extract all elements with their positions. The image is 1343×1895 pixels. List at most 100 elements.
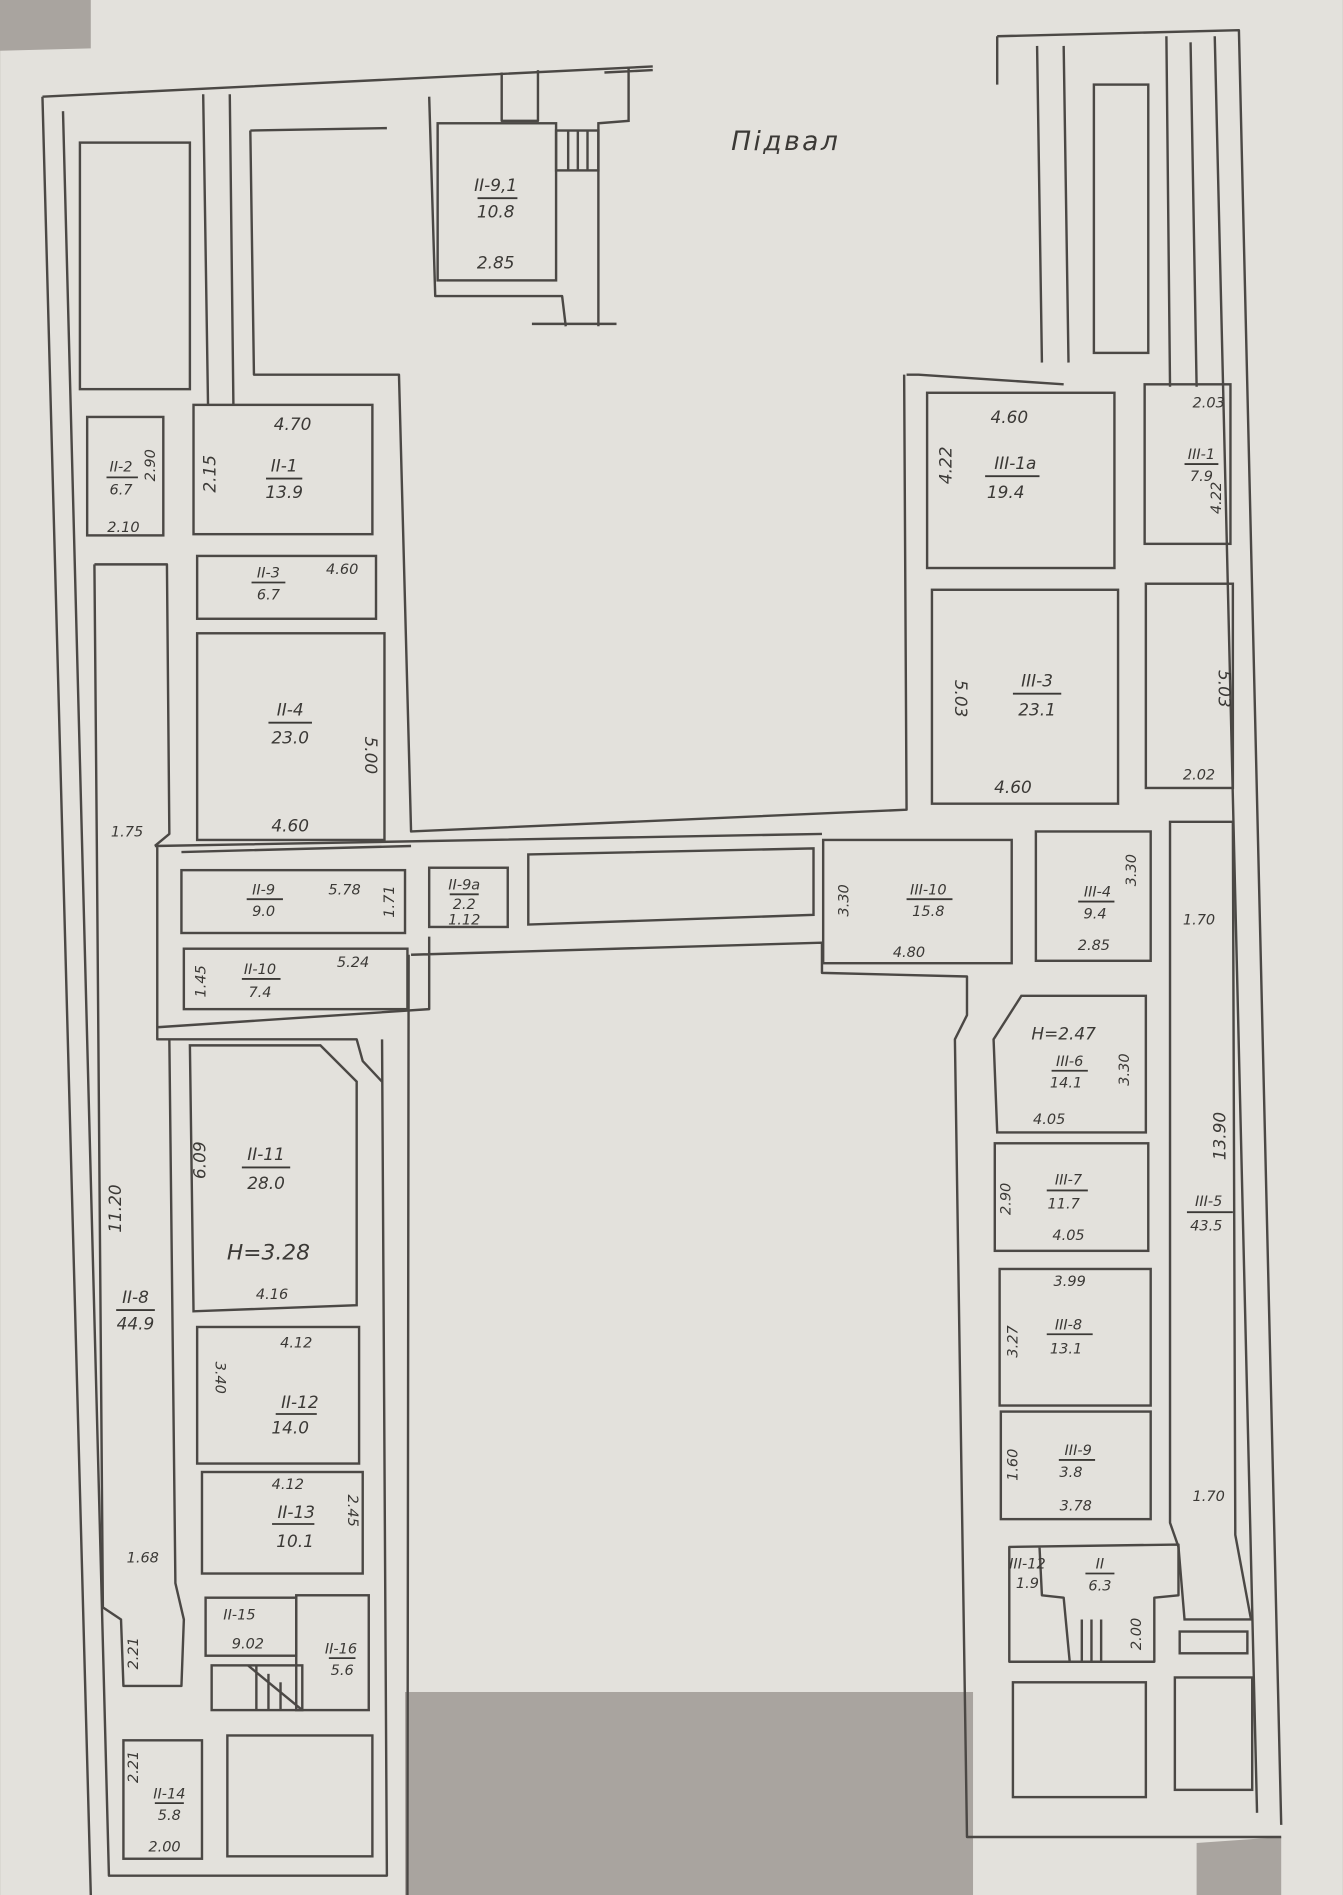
- dimension: 2.00: [1129, 1618, 1145, 1650]
- room-number: II-9,1: [474, 175, 517, 195]
- room-area: 9.4: [1084, 906, 1107, 922]
- wall-left-outer: [41, 65, 653, 1895]
- corridor-segment: [527, 847, 815, 926]
- room-area: 23.1: [1018, 699, 1056, 719]
- room-number: II-8: [122, 1287, 149, 1307]
- dimension: 4.05: [1033, 1112, 1065, 1128]
- dimension: 4.70: [274, 414, 312, 434]
- room-number: II-16: [325, 1641, 357, 1657]
- storage-block-bottom-left: [226, 1734, 374, 1858]
- label-III-1a: 4.60 4.22 III-1a 19.4: [935, 407, 1040, 502]
- room-area: 10.1: [276, 1531, 314, 1551]
- room-area: 6.7: [257, 587, 281, 603]
- dimension: 3.30: [1124, 854, 1140, 886]
- room-area: 9.02: [232, 1636, 264, 1652]
- room-III-6: [992, 994, 1148, 1134]
- room-area: 14.1: [1050, 1076, 1082, 1092]
- dimension: 3.30: [1117, 1053, 1133, 1085]
- room-number: III-12: [1009, 1557, 1046, 1573]
- room-area: 43.5: [1190, 1218, 1222, 1234]
- label-III-3: 5.03 III-3 23.1 4.60: [951, 670, 1062, 797]
- dimension: 3.40: [211, 1362, 227, 1394]
- room-number: II: [1096, 1557, 1105, 1573]
- label-III-12: III-12 1.9: [1009, 1557, 1046, 1592]
- room-area: 7.9: [1190, 469, 1213, 485]
- room-number: II-1: [271, 455, 298, 475]
- storage-block-top-left: [78, 141, 192, 391]
- dimension: 1.75: [111, 824, 143, 840]
- dimension: 1.60: [1006, 1449, 1022, 1481]
- room-III-9: [999, 1410, 1152, 1521]
- room-number: III-9: [1065, 1443, 1092, 1459]
- label-II-9-1: II-9,1 10.8 2.85: [474, 175, 518, 272]
- dimension: 1.70: [1193, 1489, 1225, 1505]
- dimension: 4.22: [1209, 482, 1225, 514]
- room-II-9-1: [436, 122, 558, 282]
- corridor-III-right: [1144, 582, 1235, 790]
- dimension: 2.90: [998, 1183, 1014, 1215]
- room-area: 3.8: [1059, 1465, 1082, 1481]
- room-II-1: [192, 403, 374, 536]
- label-II-10: II-10 7.4 1.45 5.24: [194, 955, 370, 1001]
- dimension: 5.03: [1214, 670, 1234, 708]
- room-number: II-14: [153, 1786, 185, 1802]
- dimension: 1.70: [1183, 913, 1215, 929]
- room-III-3: [930, 588, 1120, 805]
- label-II-14: 2.21 II-14 5.8 2.00: [126, 1751, 186, 1856]
- dimension: 3.99: [1054, 1274, 1086, 1290]
- dimension: 2.02: [1183, 768, 1215, 784]
- label-III-8: 3.99 3.27 III-8 13.1: [1006, 1274, 1093, 1358]
- dimension: 2.10: [107, 520, 139, 536]
- dimension: 13.90: [1210, 1112, 1230, 1160]
- vent-box: [1178, 1630, 1249, 1655]
- room-III-4: [1034, 830, 1152, 963]
- room-III-8: [998, 1267, 1152, 1407]
- label-III-7: 2.90 III-7 11.7 4.05: [998, 1172, 1088, 1244]
- label-II-16: II-16 5.6: [325, 1641, 357, 1679]
- room-number: III-5: [1195, 1194, 1222, 1210]
- ceiling-height: H=2.47: [1031, 1023, 1096, 1043]
- dimension: 4.60: [994, 777, 1032, 797]
- dimension: 2.45: [344, 1495, 360, 1527]
- room-II-14: [122, 1739, 204, 1860]
- room-II-11: [188, 1044, 358, 1313]
- dimension: 5.24: [337, 955, 369, 971]
- label-III-4: III-4 9.4 3.30 2.85: [1078, 854, 1140, 954]
- label-II-12: 4.12 3.40 II-12 14.0: [211, 1336, 318, 1438]
- storage-block-top-right: [1092, 83, 1150, 355]
- room-area: 5.6: [331, 1663, 354, 1679]
- room-area: 13.1: [1050, 1342, 1082, 1358]
- stairs-top: [531, 66, 653, 327]
- dimension: 4.22: [935, 446, 955, 484]
- label-II-1: 4.70 II-1 13.9 2.15: [199, 414, 311, 502]
- room-II-2: [85, 415, 165, 537]
- room-III-1: [1143, 383, 1232, 546]
- room-area: 14.0: [271, 1417, 309, 1437]
- room-area: 7.4: [248, 985, 271, 1001]
- dimension: 11.20: [105, 1184, 125, 1232]
- dimension: 1.68: [127, 1551, 159, 1567]
- corridor-III-5: [1168, 820, 1253, 1621]
- dimension: 4.60: [326, 562, 358, 578]
- room-area: 9.0: [252, 904, 275, 920]
- label-II-8: 1.75 11.20 II-8 44.9 1.68 2.21: [105, 824, 159, 1669]
- room-III-7: [993, 1142, 1150, 1253]
- room-number: II-4: [277, 699, 304, 719]
- label-III-11: II 6.3 2.00: [1085, 1557, 1145, 1650]
- room-area: 28.0: [247, 1173, 285, 1193]
- label-II-9a: II-9a 2.2 1.12: [448, 877, 480, 928]
- label-III-corridor: 5.03 2.02: [1183, 670, 1234, 783]
- dimension: 3.78: [1060, 1499, 1092, 1515]
- room-II-13: [200, 1470, 364, 1575]
- room-number: II-10: [244, 962, 276, 978]
- room-II-3: [195, 554, 378, 620]
- dimension: 1.71: [382, 885, 398, 917]
- room-number: II-2: [109, 459, 132, 475]
- room-number: III-1a: [994, 453, 1036, 473]
- dimension: 4.80: [893, 945, 925, 961]
- dimension: 5.03: [951, 680, 971, 718]
- room-area: 2.2: [453, 897, 476, 913]
- corridor-II-8: [93, 563, 186, 1688]
